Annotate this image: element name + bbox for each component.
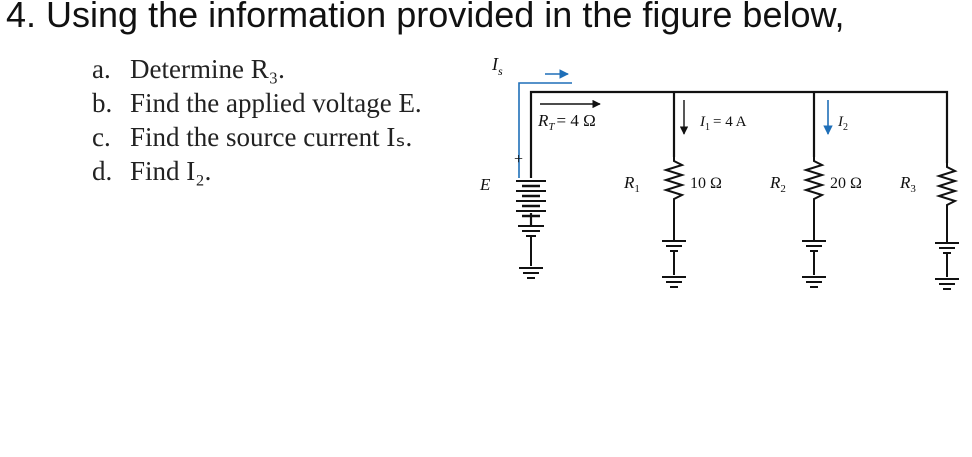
battery-symbol [516, 180, 546, 218]
part-d-letter: d. [92, 156, 113, 186]
part-c: c. Find the source current Iₛ. [92, 120, 422, 154]
part-a: a. Determine R₃. [92, 52, 422, 86]
r2-resistor-symbol [802, 157, 826, 240]
r1-label: R1 [623, 173, 640, 195]
part-b-text: Find the applied voltage E. [130, 88, 422, 118]
part-a-letter: a. [92, 54, 111, 84]
source-voltage-label: E [479, 175, 491, 194]
r2-label: R2 [769, 173, 786, 195]
r3-label: R3 [899, 173, 916, 195]
ground-symbol-r1 [662, 240, 686, 288]
source-current-arrow [518, 69, 572, 178]
source-current-label: Is [491, 54, 503, 78]
rt-label: RT= 4 Ω [537, 111, 596, 133]
part-d: d. Find I₂. [92, 154, 422, 188]
ground-symbol-r2 [802, 240, 826, 288]
r3-resistor-symbol [935, 163, 959, 242]
question-parts: a. Determine R₃. b. Find the applied volta… [92, 52, 422, 188]
r1-resistor-symbol [662, 157, 686, 240]
i2-label: I2 [837, 114, 848, 133]
part-c-text: Find the source current Iₛ. [130, 122, 413, 152]
question-title: 4. Using the information provided in the… [6, 0, 845, 35]
part-b-letter: b. [92, 88, 113, 118]
part-b: b. Find the applied voltage E. [92, 86, 422, 120]
i1-label: I1= 4 A [699, 114, 747, 133]
r1-value-label: 10 Ω [690, 175, 722, 192]
circuit-wires [529, 90, 949, 226]
ground-symbol-source [518, 225, 544, 279]
part-c-letter: c. [92, 122, 111, 152]
r2-value-label: 20 Ω [830, 175, 862, 192]
part-a-text: Determine R₃. [130, 54, 285, 84]
ground-symbol-r3 [935, 242, 959, 290]
part-d-text: Find I₂. [130, 156, 212, 186]
source-polarity-label: + [514, 151, 523, 168]
